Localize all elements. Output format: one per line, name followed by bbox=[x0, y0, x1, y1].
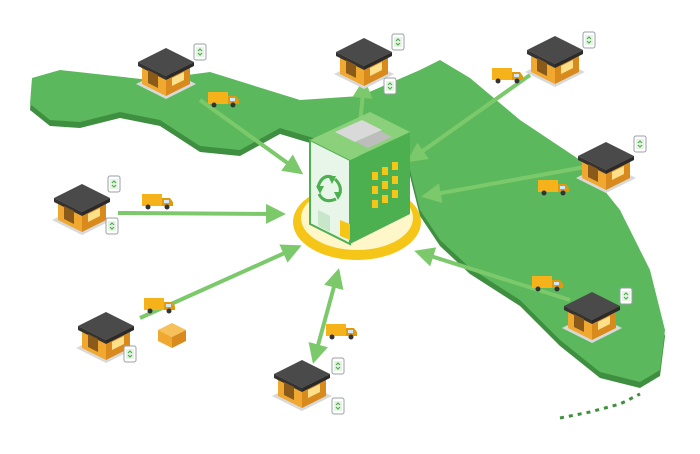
hub-windows bbox=[372, 162, 398, 208]
hub-roof-unit-2 bbox=[356, 131, 392, 148]
recycle-bin-icon bbox=[331, 397, 345, 415]
recycle-bin-icon bbox=[582, 31, 596, 49]
recycle-bin-icon bbox=[391, 33, 405, 51]
recycle-bin-icon bbox=[383, 77, 397, 95]
storefront-icon bbox=[272, 360, 332, 411]
hub-door-yellow bbox=[340, 220, 350, 240]
recycle-bin-icon bbox=[107, 175, 121, 193]
arrow-east-to-hub bbox=[421, 165, 586, 203]
store-southwest bbox=[76, 312, 137, 363]
flow-arrows bbox=[117, 73, 586, 364]
arrow-southeast-to-hub bbox=[414, 247, 571, 302]
storefront-icon bbox=[525, 36, 585, 87]
store-northeast bbox=[525, 31, 596, 87]
arrow-northeast-to-hub bbox=[406, 73, 532, 163]
storefront-icon bbox=[52, 184, 112, 235]
recycle-icon bbox=[316, 175, 342, 203]
arrow-northwest-to-hub bbox=[198, 98, 304, 175]
delivery-truck-icon bbox=[492, 68, 523, 84]
hub-door bbox=[318, 210, 330, 232]
hub-roof-unit bbox=[335, 120, 382, 142]
recycle-bin-icon bbox=[331, 357, 345, 375]
recycle-bin-icon bbox=[123, 345, 137, 363]
store-north bbox=[334, 33, 405, 95]
delivery-truck-icon bbox=[142, 194, 173, 210]
florida-map bbox=[30, 60, 665, 420]
recycling-center-hub bbox=[293, 112, 421, 260]
arrow-west-to-hub bbox=[117, 203, 286, 224]
florida-keys bbox=[559, 392, 641, 420]
florida-land bbox=[30, 60, 665, 382]
recycle-bin-icon bbox=[105, 217, 119, 235]
store-south bbox=[272, 357, 345, 415]
store-west bbox=[52, 175, 121, 235]
arrow-hub-south bbox=[308, 268, 344, 364]
recycle-bin-icon bbox=[193, 43, 207, 61]
recycle-bin-icon bbox=[619, 287, 633, 305]
cardboard-box-icon bbox=[158, 323, 186, 348]
hub-building-right bbox=[350, 132, 410, 244]
recycle-bin-icon bbox=[633, 135, 647, 153]
delivery-truck-icon bbox=[326, 324, 357, 340]
